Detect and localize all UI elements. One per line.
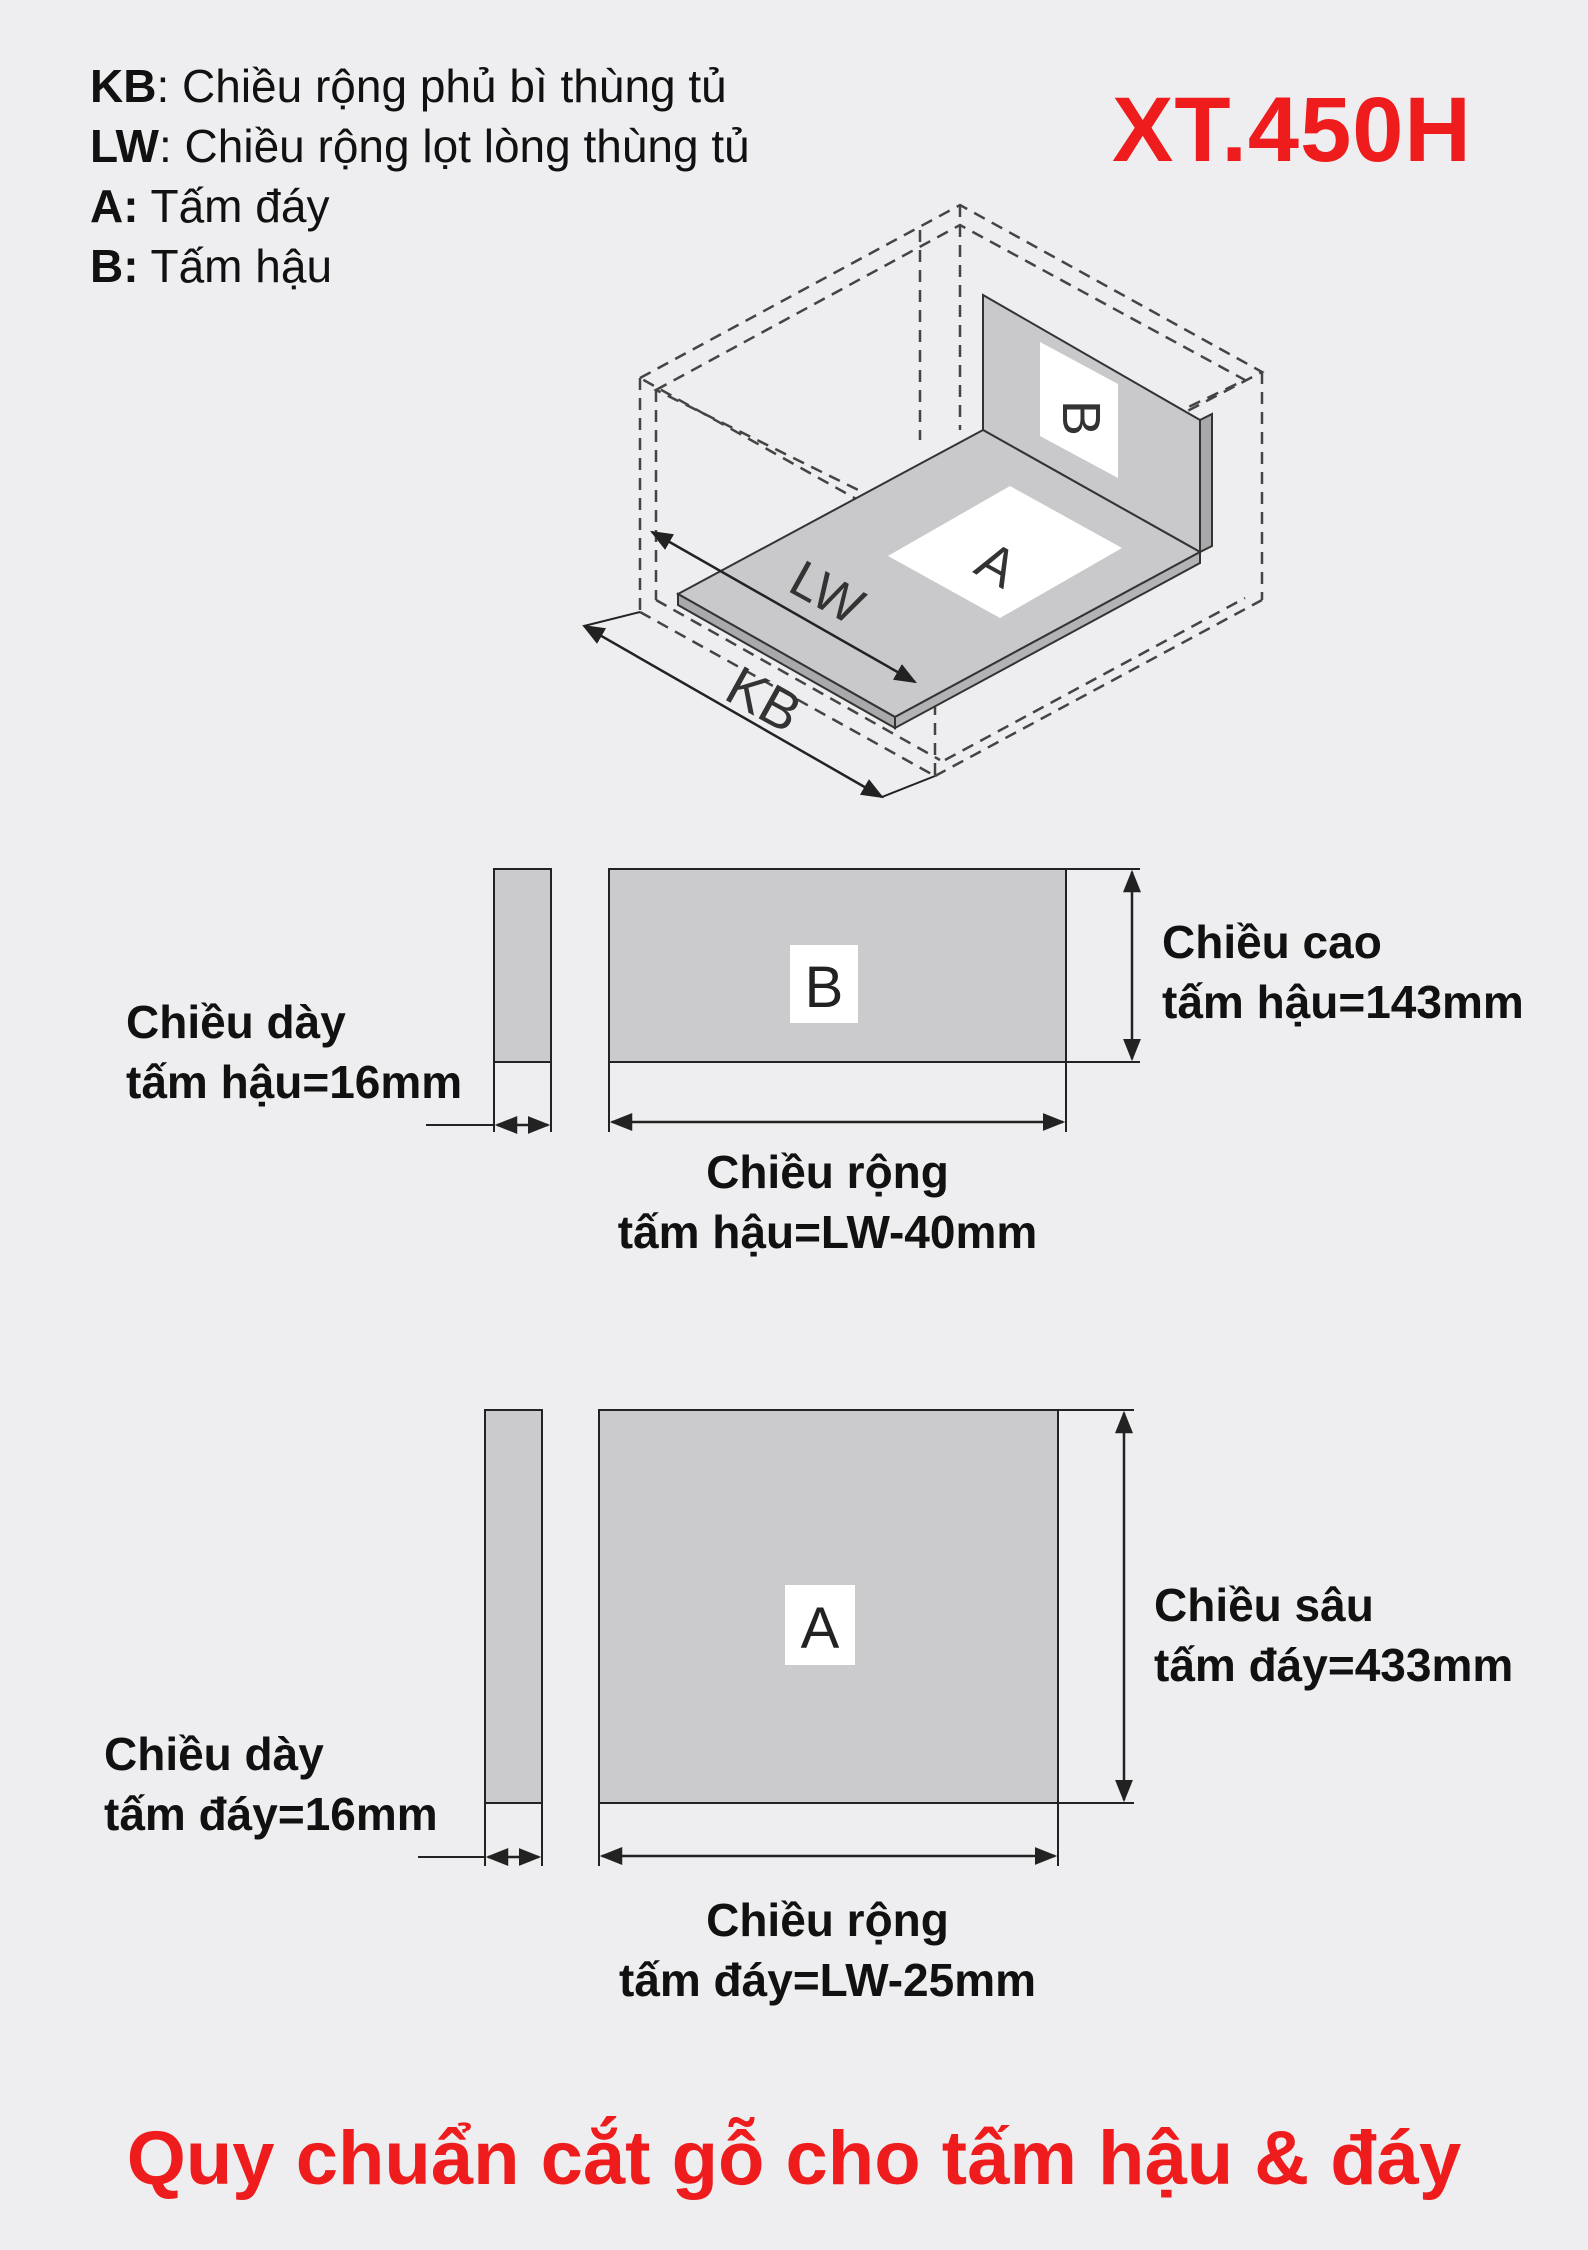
legend-item-kb: KB: Chiều rộng phủ bì thùng tủ [90,60,727,112]
bottom-panel-tag: A [801,1596,840,1661]
back-width-label: Chiều rộng tấm hậu=LW-40mm [617,1146,1038,1258]
isometric-drawer [582,203,1265,799]
back-thickness-label: Chiều dày tấm hậu=16mm [126,996,463,1108]
iso-label-a-box [888,486,1122,618]
back-panel-tag: B [805,955,844,1020]
legend-item-b: B: Tấm hậu [90,240,333,292]
back-panel-diagram: B [426,868,1141,1134]
iso-b-label: B [1051,400,1111,436]
legend: KB: Chiều rộng phủ bì thùng tủ LW: Chiều… [90,56,750,296]
model-code: XT.450H [1112,79,1472,181]
legend-item-a: A: Tấm đáy [90,180,330,232]
footer-title: Quy chuẩn cắt gỗ cho tấm hậu & đáy [126,2116,1462,2201]
bottom-panel-diagram: A [418,1409,1134,1866]
bottom-depth-label: Chiều sâu tấm đáy=433mm [1154,1579,1514,1691]
legend-item-lw: LW: Chiều rộng lọt lòng thùng tủ [90,120,750,172]
iso-label-b-box [1040,342,1118,478]
bottom-panel-edge [484,1409,543,1804]
back-panel-edge [493,868,552,1063]
back-height-label: Chiều cao tấm hậu=143mm [1162,916,1524,1028]
bottom-width-label: Chiều rộng tấm đáy=LW-25mm [618,1894,1037,2006]
bottom-thickness-label: Chiều dày tấm đáy=16mm [104,1728,438,1840]
kb-dimension-line [582,624,884,799]
